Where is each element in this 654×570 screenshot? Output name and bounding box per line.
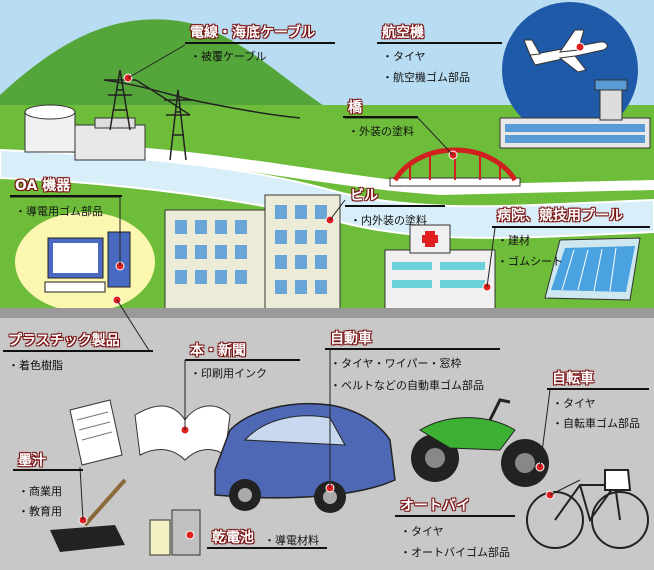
leader-lines — [10, 44, 581, 521]
oa-item-1: 導電用ゴム部品 — [15, 203, 103, 219]
ink-item-2: 教育用 — [18, 503, 62, 519]
car-title: 自動車 — [330, 331, 372, 347]
ground-edge — [0, 308, 654, 318]
hospital — [384, 224, 496, 311]
motorcycle-underline — [395, 515, 515, 517]
battery-item-1: 導電材料 — [264, 532, 319, 548]
motorcycle — [411, 398, 549, 487]
bicycle-item-1: タイヤ — [552, 395, 596, 411]
power-plant — [24, 104, 146, 161]
computer — [44, 231, 131, 293]
ink-title: 墨汁 — [18, 453, 46, 469]
cable-underline — [185, 42, 335, 44]
car — [214, 402, 396, 513]
bridge-title: 橋 — [348, 100, 362, 116]
bridge-item-1: 外装の塗料 — [348, 123, 414, 139]
motorcycle-title: オートバイ — [400, 498, 470, 514]
motorcycle-item-1: タイヤ — [400, 523, 444, 539]
book-title: 本・新聞 — [190, 343, 246, 359]
hospital-item-1: 建材 — [497, 232, 530, 248]
batteries — [149, 509, 201, 556]
building-title: ビル — [350, 188, 378, 204]
office-buildings — [164, 194, 341, 311]
battery-title: 乾電池 — [212, 530, 254, 546]
book-item-1: 印刷用インク — [190, 365, 267, 381]
airplane — [523, 29, 608, 73]
oa-title: OA 機器 — [15, 178, 71, 194]
plastic-underline — [3, 350, 153, 352]
power-towers — [103, 69, 301, 161]
ink-stone — [50, 478, 127, 552]
hospital-underline — [492, 226, 650, 228]
plastic-item-1: 着色樹脂 — [8, 357, 63, 373]
bicycle-item-2: 自転車ゴム部品 — [552, 415, 640, 431]
river — [0, 148, 654, 239]
car-item-1: タイヤ・ワイパー・窓枠 — [330, 355, 461, 371]
aircraft-item-1: タイヤ — [382, 48, 426, 64]
pool — [544, 237, 641, 301]
building-item-1: 内外装の塗料 — [350, 212, 427, 228]
aircraft-title: 航空機 — [382, 25, 424, 41]
cable-title: 電線・海底ケーブル — [190, 25, 316, 41]
bridge — [389, 147, 521, 187]
newspaper-book — [69, 399, 231, 466]
car-underline — [325, 348, 500, 350]
cable-item-1: 被覆ケーブル — [190, 48, 266, 64]
ink-item-1: 商業用 — [18, 483, 62, 499]
plastic-title: プラスチック製品 — [8, 333, 120, 349]
hospital-title: 病院、競技用プール — [497, 208, 623, 224]
aircraft-underline — [377, 42, 502, 44]
bicycle-underline — [547, 388, 649, 390]
bridge-underline — [343, 116, 418, 118]
book-underline — [185, 359, 300, 361]
hospital-item-2: ゴムシート — [497, 253, 563, 269]
road — [100, 145, 654, 195]
battery-underline — [207, 547, 327, 549]
aircraft-item-2: 航空機ゴム部品 — [382, 69, 470, 85]
building-underline — [345, 205, 445, 207]
motorcycle-item-2: オートバイゴム部品 — [400, 544, 510, 560]
bicycle-title: 自転車 — [552, 371, 594, 387]
ink-underline — [13, 469, 83, 471]
oa-underline — [10, 195, 122, 197]
airport — [499, 79, 651, 149]
car-item-2: ベルトなどの自動車ゴム部品 — [330, 377, 484, 393]
